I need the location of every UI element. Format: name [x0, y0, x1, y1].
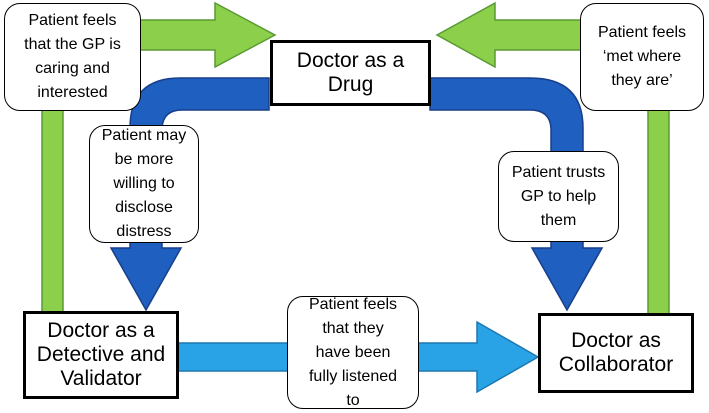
note-fully-listened-to-text: Patient feels that they have been fully …	[308, 295, 398, 409]
note-caring-interested-text: Patient feels that the GP is caring and …	[24, 12, 121, 101]
note-trusts-gp: Patient trusts GP to help them	[498, 151, 619, 242]
node-doctor-as-collaborator: Doctor as Collaborator	[538, 313, 694, 393]
note-trusts-gp-text: Patient trusts GP to help them	[511, 163, 606, 229]
node-doctor-as-drug: Doctor as a Drug	[270, 40, 431, 106]
node-doctor-as-detective-label: Doctor as a Detective and Validator	[36, 319, 166, 390]
note-willing-to-disclose: Patient may be more willing to disclose …	[89, 125, 199, 243]
node-doctor-as-drug-label: Doctor as a Drug	[296, 49, 405, 96]
note-willing-to-disclose-text: Patient may be more willing to disclose …	[101, 127, 187, 240]
note-caring-interested: Patient feels that the GP is caring and …	[4, 3, 141, 111]
blue-arrow-to-collaborator	[429, 77, 604, 312]
note-met-where-they-are-text: Patient feels ‘met where they are’	[597, 24, 687, 89]
note-fully-listened-to: Patient feels that they have been fully …	[287, 296, 419, 409]
note-met-where-they-are: Patient feels ‘met where they are’	[580, 3, 704, 111]
node-doctor-as-detective: Doctor as a Detective and Validator	[23, 311, 179, 399]
node-doctor-as-collaborator-label: Doctor as Collaborator	[558, 329, 674, 376]
